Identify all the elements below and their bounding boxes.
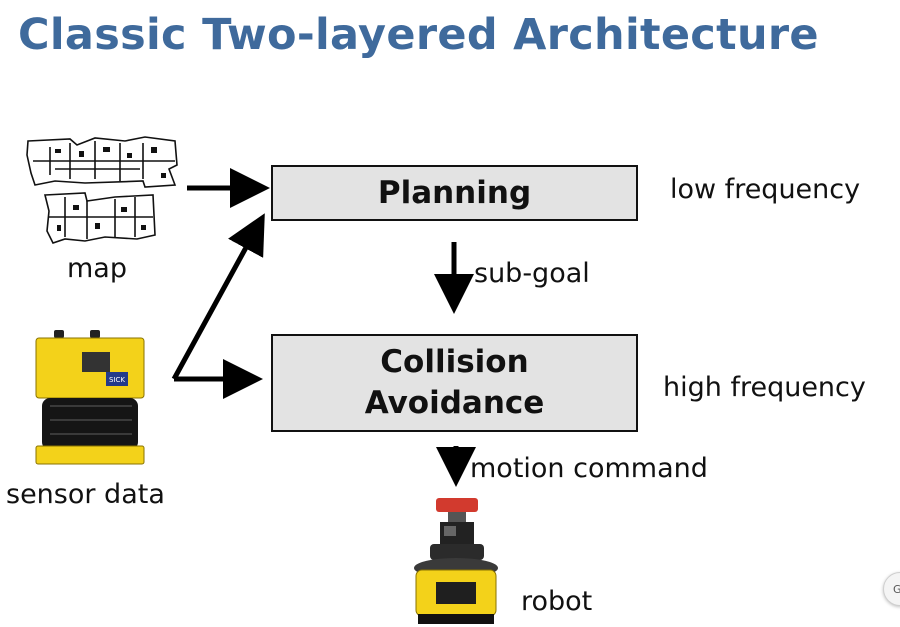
page-title: Classic Two-layered Architecture [18, 10, 819, 60]
high-frequency-label: high frequency [663, 372, 866, 403]
helper-button-label: G [893, 582, 900, 596]
laser-scanner-icon: SICK [35, 330, 145, 465]
collision-box-line1: Collision [380, 344, 529, 380]
sub-goal-label: sub-goal [474, 258, 590, 289]
map-label: map [67, 253, 127, 284]
sensor-data-label: sensor data [6, 479, 165, 510]
planning-box: Planning [271, 165, 638, 221]
motion-command-label: motion command [470, 453, 708, 484]
collision-box-line2: Avoidance [364, 385, 545, 421]
arrow-sensor-to-planning [171, 213, 265, 381]
robot-label: robot [521, 586, 593, 617]
svg-text:SICK: SICK [109, 376, 125, 384]
low-frequency-label: low frequency [670, 174, 861, 205]
planning-box-label: Planning [377, 174, 532, 211]
map-icon [26, 136, 178, 244]
collision-avoidance-box: Collision Avoidance [271, 334, 638, 432]
robot-icon [414, 498, 498, 624]
